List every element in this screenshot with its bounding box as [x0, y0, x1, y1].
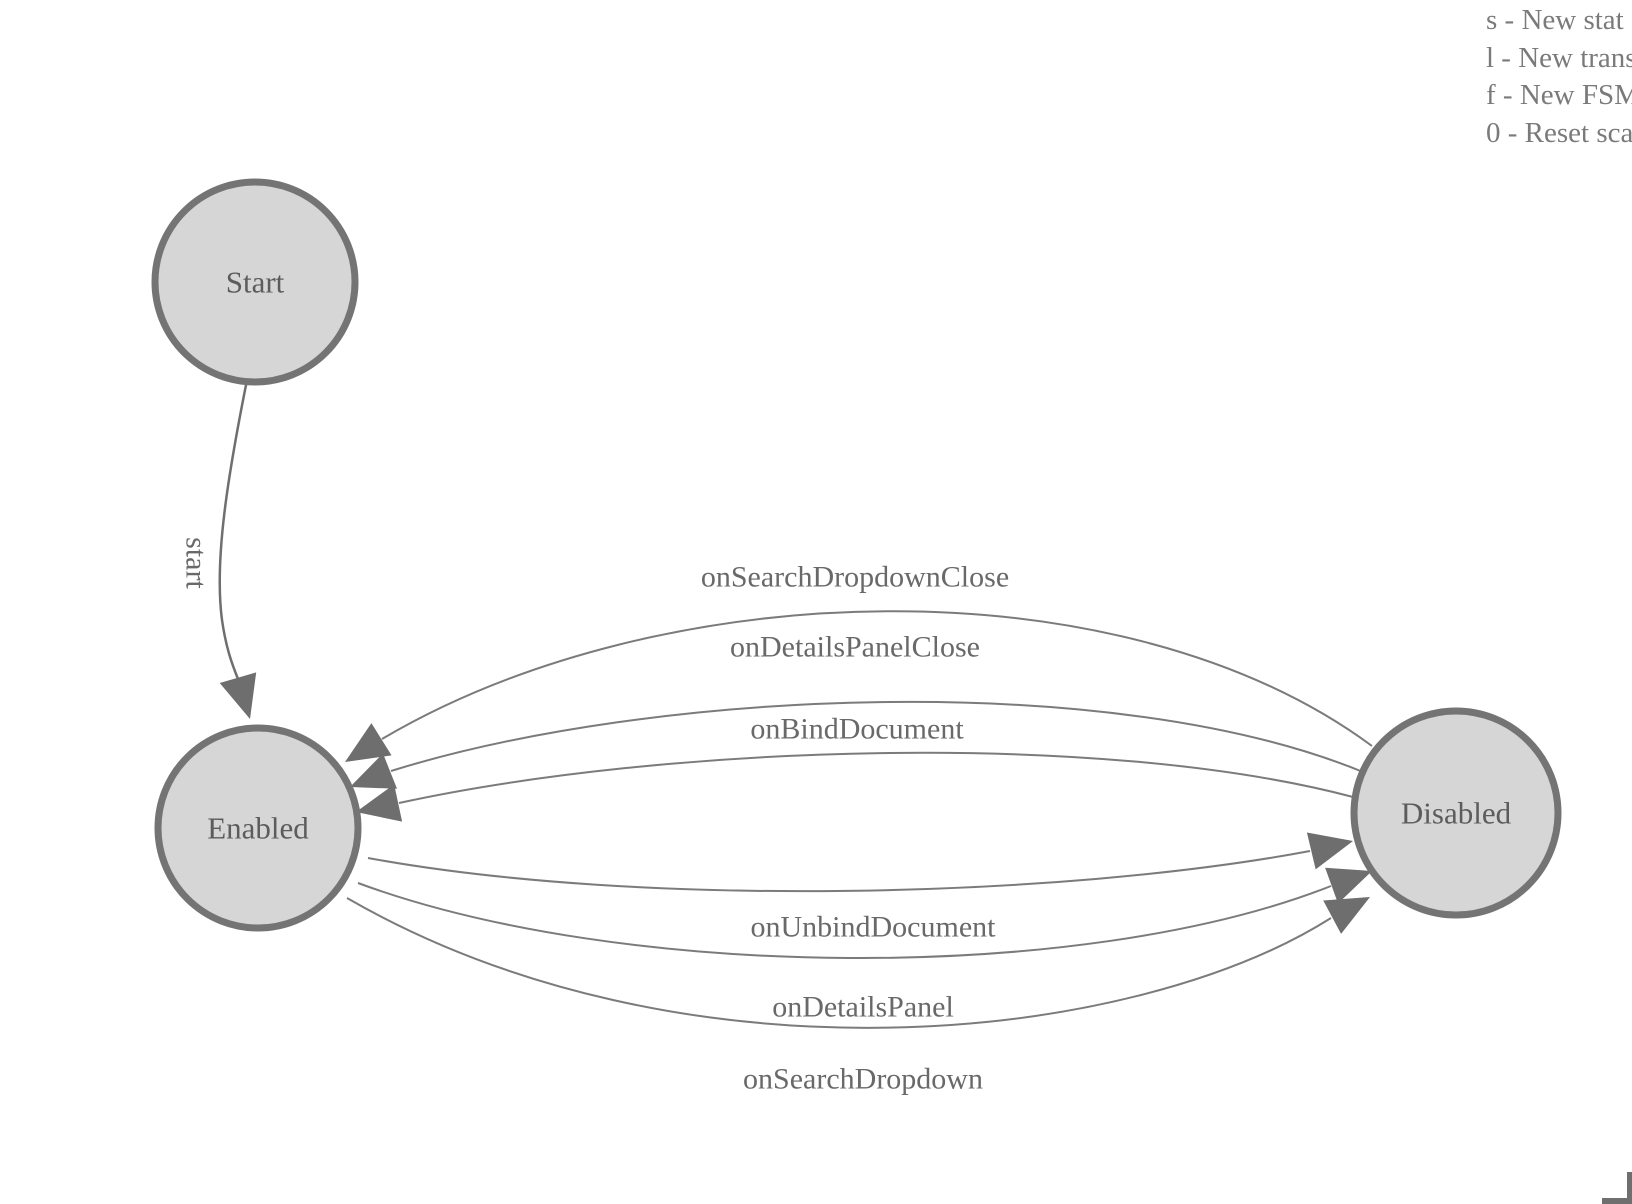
state-enabled-label: Enabled [207, 811, 309, 846]
legend-line-2: f - New FSM [1486, 79, 1632, 111]
transition-onSearchDropdownClose-arrowhead-icon [345, 723, 392, 762]
state-disabled-label: Disabled [1401, 796, 1512, 831]
transition-start-path[interactable] [218, 379, 249, 680]
transition-onUnbindDocument-arrowhead-icon [1306, 832, 1353, 870]
transition-onSearchDropdown-arrowhead-icon [1323, 897, 1370, 934]
transition-onSearchDropdownClose-label: onSearchDropdownClose [701, 561, 1009, 594]
transition-onUnbindDocument-label: onUnbindDocument [751, 911, 997, 944]
transition-onBindDocument-path[interactable] [398, 751, 1354, 804]
legend-line-3: 0 - Reset sca [1486, 116, 1632, 149]
transition-onUnbindDocument-path[interactable] [367, 850, 1311, 893]
transition-onDetailsPanel-label: onDetailsPanel [772, 991, 954, 1024]
transition-onDetailsPanel-path[interactable] [357, 882, 1332, 959]
transition-onDetailsPanelClose-label: onDetailsPanelClose [730, 631, 980, 664]
legend-line-1: l - New trans [1486, 41, 1632, 74]
transition-onBindDocument-arrowhead-icon [356, 784, 403, 822]
clipped-corner-element [1602, 1172, 1632, 1204]
transition-start-label: start [180, 537, 213, 589]
transition-onSearchDropdown-path[interactable] [346, 897, 1332, 1029]
transition-onBindDocument-label: onBindDocument [750, 713, 964, 746]
state-disabled-circle[interactable] [1350, 707, 1562, 919]
transition-start-arrowhead-icon [219, 672, 257, 719]
transition-onSearchDropdown-label: onSearchDropdown [743, 1063, 983, 1096]
state-start-circle[interactable] [151, 178, 359, 386]
transition-onDetailsPanel-arrowhead-icon [1325, 867, 1372, 904]
transition-onSearchDropdownClose-path[interactable] [381, 610, 1373, 747]
corner-horizontal-bar [1602, 1198, 1632, 1204]
transition-onDetailsPanelClose-arrowhead-icon [350, 753, 398, 789]
legend-line-0: s - New stat [1486, 4, 1624, 36]
shortcut-legend: s - New stat l - New trans f - New FSM 0 - … [1486, 2, 1632, 152]
transition-onDetailsPanelClose-path[interactable] [390, 700, 1364, 773]
transitions-layer: start onSearchDropdownClose onDetailsPanel… [180, 379, 1373, 1096]
state-enabled-circle[interactable] [154, 724, 362, 932]
corner-vertical-bar [1627, 1172, 1632, 1204]
state-start-label: Start [226, 265, 285, 300]
